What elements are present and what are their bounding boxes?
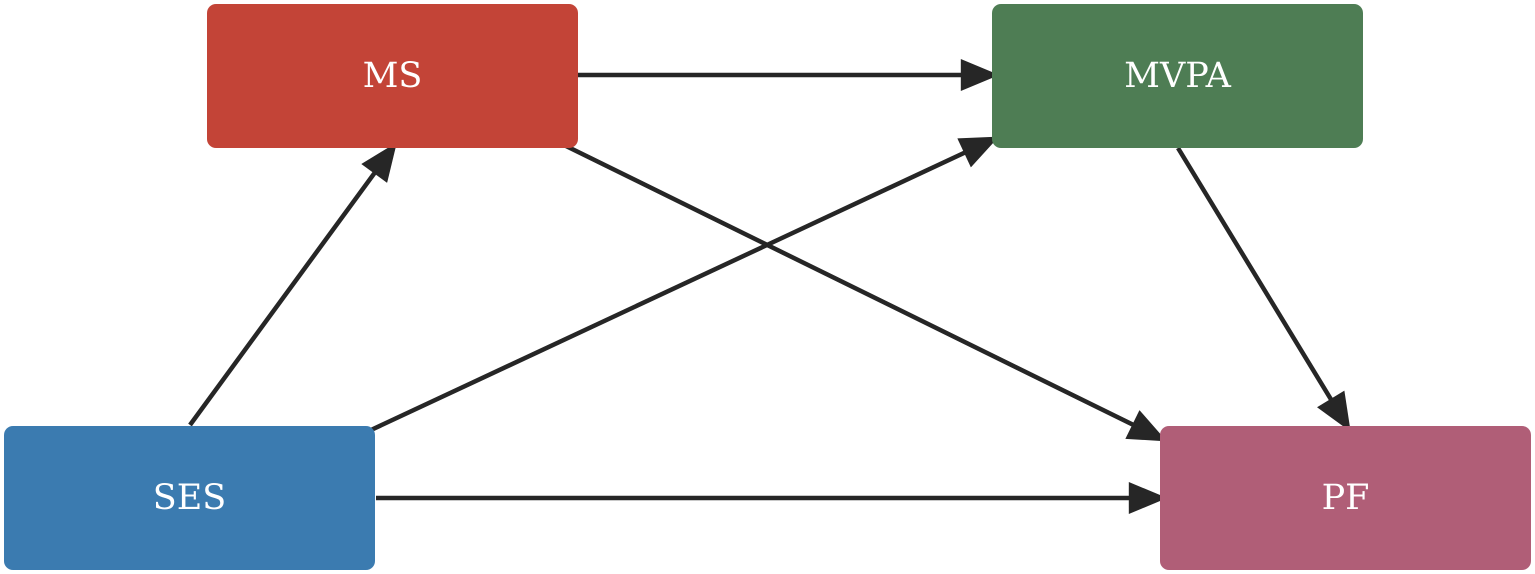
node-pf: PF (1160, 426, 1531, 570)
node-ses: SES (4, 426, 375, 570)
node-ms-label: MS (362, 56, 423, 96)
edge-mvpa-to-pf (1176, 146, 1351, 432)
edge-ms-to-pf (565, 143, 1167, 443)
node-mvpa: MVPA (992, 4, 1363, 148)
node-mvpa-label: MVPA (1124, 56, 1231, 96)
node-ses-label: SES (152, 478, 227, 518)
node-pf-label: PF (1321, 478, 1370, 518)
node-ms: MS (207, 4, 578, 148)
edge-ses-to-mvpa (370, 135, 999, 433)
edge-ses-to-ms (188, 142, 397, 427)
